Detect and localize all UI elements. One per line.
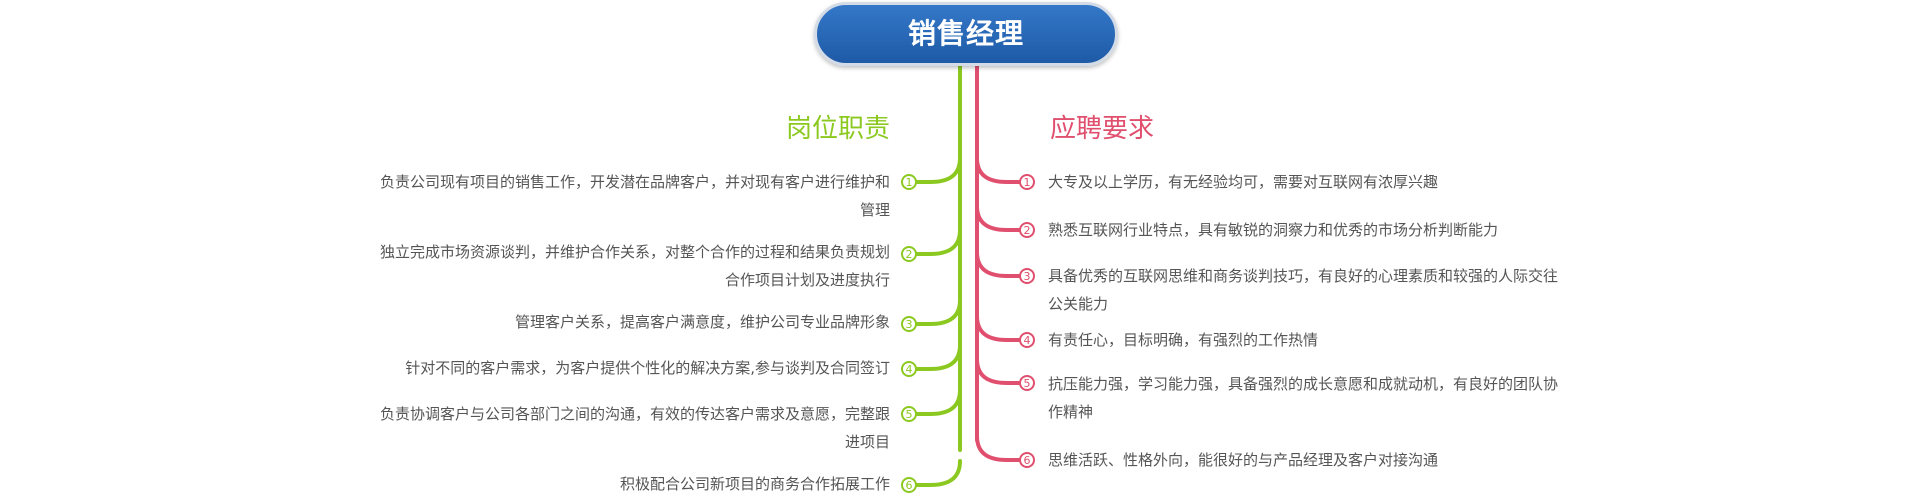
title-pill: 销售经理 bbox=[814, 2, 1118, 66]
pink-branch-6 bbox=[975, 434, 1021, 462]
green-branch-2 bbox=[915, 228, 962, 256]
green-branch-1 bbox=[915, 156, 962, 184]
responsibility-item-5: 负责协调客户与公司各部门之间的沟通，有效的传达客户需求及意愿，完整跟进项目 bbox=[379, 405, 890, 451]
number-badge-right-2: 2 bbox=[1019, 222, 1035, 238]
number-badge-left-5: 5 bbox=[901, 406, 917, 422]
green-branch-3 bbox=[915, 298, 962, 326]
responsibility-item-1: 负责公司现有项目的销售工作，开发潜在品牌客户，并对现有客户进行维护和管理 bbox=[379, 173, 890, 219]
requirement-item-6: 思维活跃、性格外向，能很好的与产品经理及客户对接沟通 bbox=[1048, 451, 1439, 469]
number-badge-right-6: 6 bbox=[1019, 452, 1035, 468]
requirement-item-3: 具备优秀的互联网思维和商务谈判技巧，有良好的心理素质和较强的人际交往公关能力 bbox=[1048, 267, 1559, 313]
requirement-item-5: 抗压能力强，学习能力强，具备强烈的成长意愿和成就动机，有良好的团队协作精神 bbox=[1048, 375, 1559, 421]
pink-branch-5 bbox=[975, 357, 1021, 385]
green-branch-4 bbox=[915, 343, 962, 371]
number-badge-left-4: 4 bbox=[901, 361, 917, 377]
responsibility-item-4: 针对不同的客户需求，为客户提供个性化的解决方案,参与谈判及合同签订 bbox=[405, 359, 890, 377]
pink-branch-3 bbox=[975, 250, 1021, 278]
pink-branch-1 bbox=[975, 156, 1021, 184]
green-branch-6 bbox=[915, 459, 962, 487]
number-badge-left-1: 1 bbox=[901, 174, 917, 190]
number-badge-right-5: 5 bbox=[1019, 375, 1035, 391]
number-badge-left-2: 2 bbox=[901, 246, 917, 262]
pink-branch-2 bbox=[975, 204, 1021, 232]
responsibility-item-3: 管理客户关系，提高客户满意度，维护公司专业品牌形象 bbox=[514, 313, 890, 331]
requirement-item-1: 大专及以上学历，有无经验均可，需要对互联网有浓厚兴趣 bbox=[1048, 173, 1439, 191]
heading-requirements: 应聘要求 bbox=[1050, 114, 1155, 144]
green-branch-5 bbox=[915, 388, 962, 416]
requirement-item-4: 有责任心，目标明确，有强烈的工作热情 bbox=[1048, 331, 1319, 349]
number-badge-right-1: 1 bbox=[1019, 174, 1035, 190]
requirement-item-2: 熟悉互联网行业特点，具有敏锐的洞察力和优秀的市场分析判断能力 bbox=[1048, 221, 1499, 239]
number-badge-right-4: 4 bbox=[1019, 332, 1035, 348]
responsibility-item-2: 独立完成市场资源谈判，并维护合作关系，对整个合作的过程和结果负责规划合作项目计划… bbox=[379, 243, 890, 289]
heading-responsibilities: 岗位职责 bbox=[785, 114, 890, 144]
number-badge-left-3: 3 bbox=[901, 316, 917, 332]
number-badge-left-6: 6 bbox=[901, 477, 917, 493]
responsibility-item-6: 积极配合公司新项目的商务合作拓展工作 bbox=[619, 475, 890, 493]
number-badge-right-3: 3 bbox=[1019, 268, 1035, 284]
pink-branch-4 bbox=[975, 314, 1021, 342]
